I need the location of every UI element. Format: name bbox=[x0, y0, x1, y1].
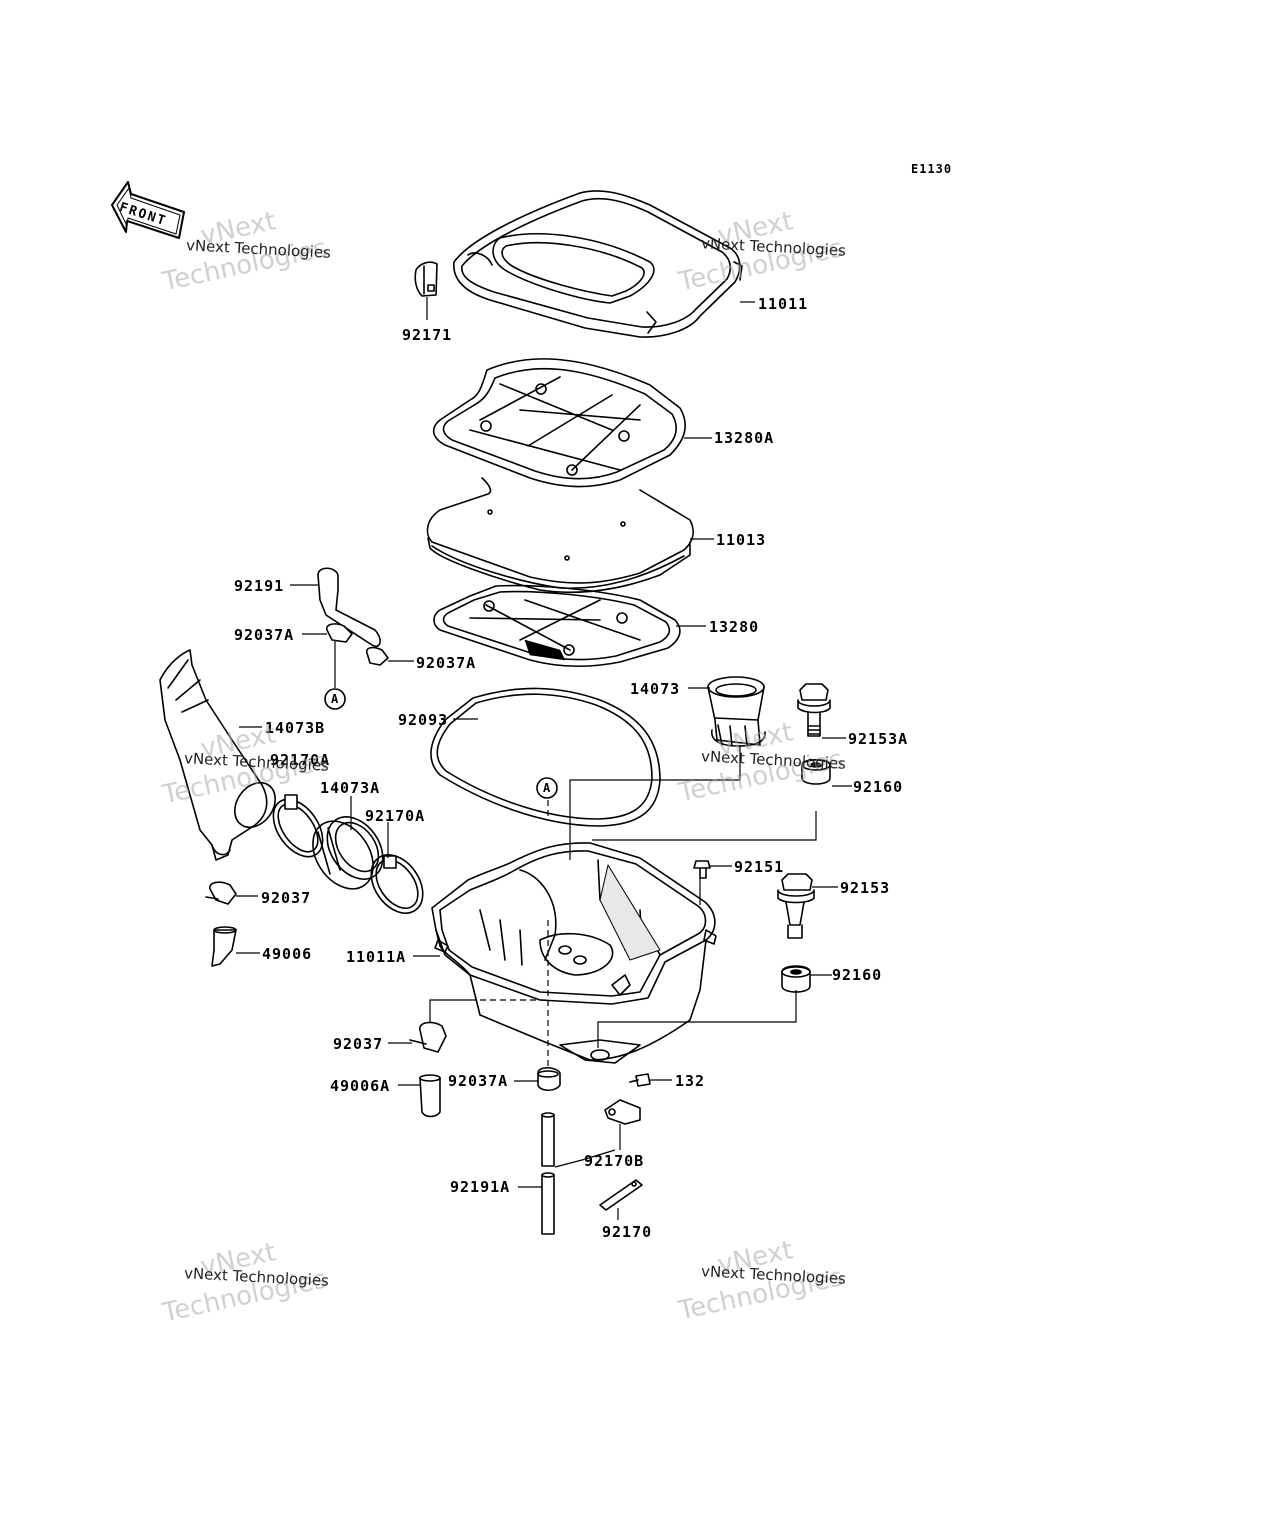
part-13280-grid bbox=[433, 584, 681, 668]
part-13280A-grid bbox=[432, 358, 686, 488]
label-92153: 92153 bbox=[840, 879, 891, 897]
part-92160-grommet-2 bbox=[781, 965, 811, 993]
label-49006: 49006 bbox=[262, 945, 313, 963]
part-92037-clamp-left bbox=[205, 881, 237, 905]
part-14073B-duct bbox=[159, 649, 276, 861]
part-92153-bolt bbox=[777, 873, 815, 939]
label-14073B: 14073B bbox=[265, 719, 326, 737]
part-92037-clamp-lower bbox=[409, 1021, 447, 1053]
label-11011A: 11011A bbox=[346, 948, 407, 966]
label-92037A-2: 92037A bbox=[416, 654, 477, 672]
part-11013-filter bbox=[426, 477, 694, 594]
part-11011A-housing bbox=[431, 842, 717, 1064]
label-11011: 11011 bbox=[758, 295, 809, 313]
part-92037A-clamp bbox=[325, 623, 389, 666]
label-92170: 92170 bbox=[602, 1223, 653, 1241]
part-92191A-hose bbox=[541, 1112, 555, 1235]
part-11011-cover bbox=[453, 190, 743, 338]
label-92191A: 92191A bbox=[450, 1178, 511, 1196]
part-92191-hose bbox=[317, 567, 381, 648]
label-11013: 11013 bbox=[716, 531, 767, 549]
label-92037-2: 92037 bbox=[333, 1035, 384, 1053]
label-49006A: 49006A bbox=[330, 1077, 391, 1095]
ref-a-2-label: A bbox=[543, 781, 552, 795]
ref-circle-a-2 bbox=[536, 777, 558, 799]
part-49006A-tube bbox=[419, 1074, 441, 1118]
part-92151-screw bbox=[693, 860, 711, 879]
label-92170A-2: 92170A bbox=[365, 807, 426, 825]
label-92037-1: 92037 bbox=[261, 889, 312, 907]
label-14073: 14073 bbox=[630, 680, 681, 698]
label-92160-1: 92160 bbox=[853, 778, 904, 796]
label-92093: 92093 bbox=[398, 711, 449, 729]
part-92171-clip bbox=[414, 261, 438, 297]
ref-a-1-label: A bbox=[331, 692, 340, 706]
part-14073-stack bbox=[707, 676, 766, 747]
label-92191: 92191 bbox=[234, 577, 285, 595]
label-92037A-1: 92037A bbox=[234, 626, 295, 644]
label-13280: 13280 bbox=[709, 618, 760, 636]
label-92170A-1: 92170A bbox=[270, 751, 331, 769]
label-92037A-3: 92037A bbox=[448, 1072, 509, 1090]
label-92160-2: 92160 bbox=[832, 966, 883, 984]
part-92170A-clamp-2 bbox=[370, 854, 424, 914]
part-92160-grommet-1 bbox=[801, 758, 831, 785]
label-92171: 92171 bbox=[402, 326, 453, 344]
part-132-bolt bbox=[629, 1073, 651, 1087]
part-92093-gasket bbox=[430, 687, 661, 827]
label-14073A: 14073A bbox=[320, 779, 381, 797]
label-92153A: 92153A bbox=[848, 730, 909, 748]
part-92170B-clamp bbox=[604, 1099, 641, 1125]
part-92170-band bbox=[599, 1179, 643, 1211]
label-132: 132 bbox=[675, 1072, 706, 1090]
diagram-code: E1130 bbox=[911, 162, 953, 176]
part-49006-drain bbox=[211, 926, 237, 967]
part-92170A-clamp-1 bbox=[272, 794, 324, 858]
front-arrow-icon bbox=[111, 181, 185, 239]
label-92170B: 92170B bbox=[584, 1152, 645, 1170]
label-92151: 92151 bbox=[734, 858, 785, 876]
label-13280A: 13280A bbox=[714, 429, 775, 447]
part-92153A-bolt bbox=[797, 683, 831, 737]
ref-circle-a-1 bbox=[324, 688, 346, 710]
part-92037A-clamp-lower bbox=[537, 1066, 561, 1092]
